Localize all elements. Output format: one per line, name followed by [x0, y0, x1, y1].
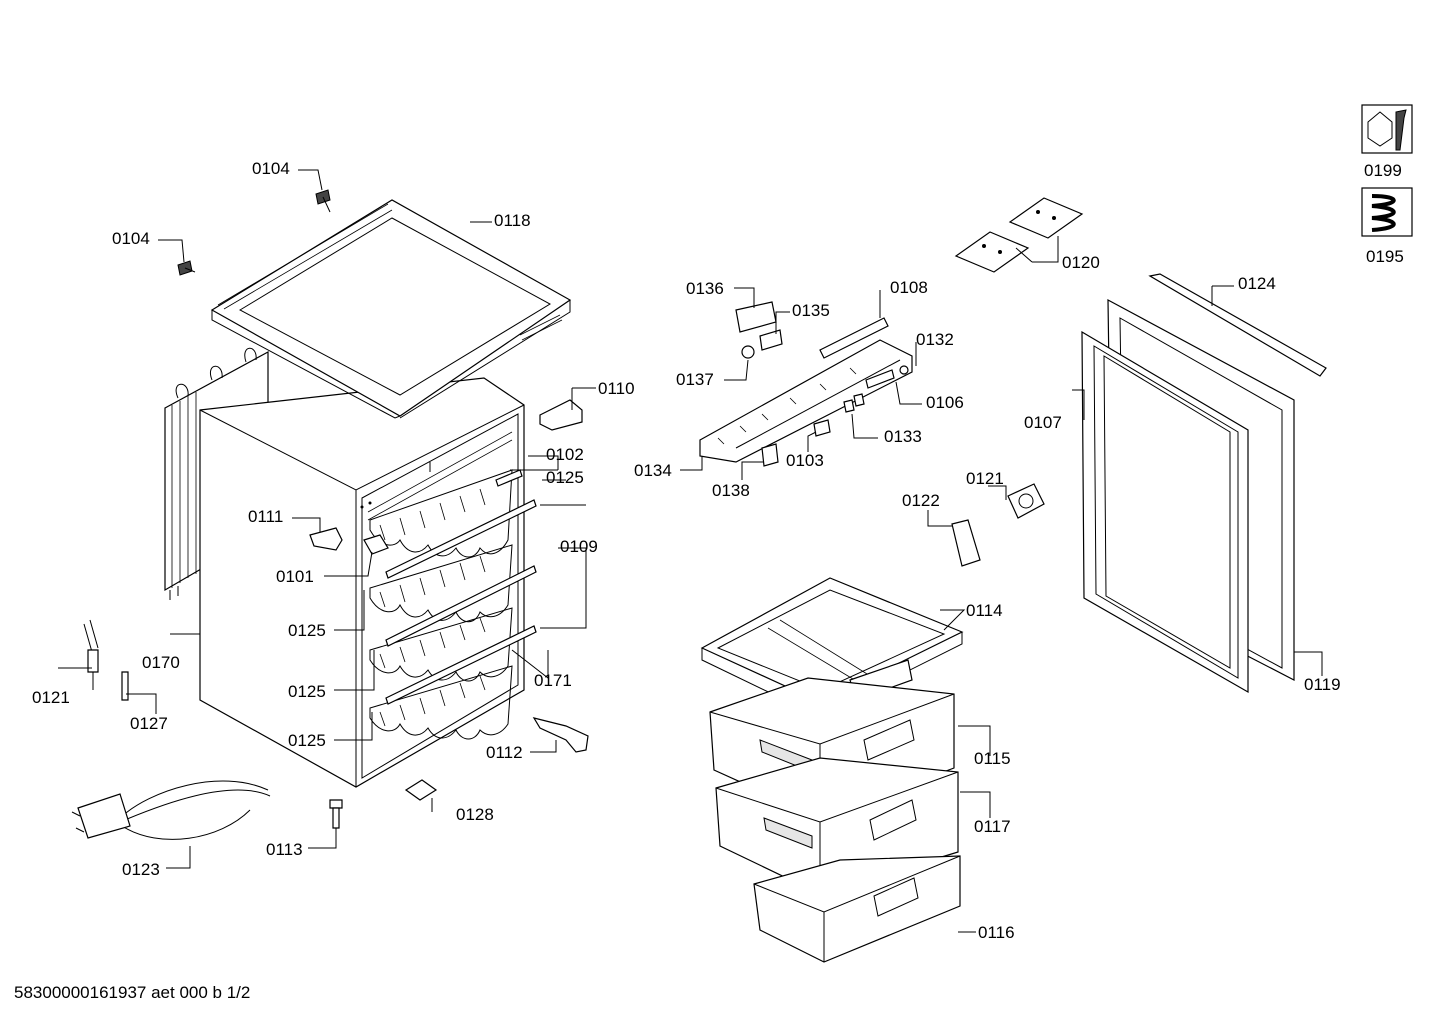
part-label: 0199	[1364, 161, 1402, 180]
part-label: 0104	[112, 229, 150, 248]
part-label: 0121	[966, 469, 1004, 488]
part-label: 0124	[1238, 274, 1276, 293]
part-label: 0127	[130, 714, 168, 733]
part-label: 0106	[926, 393, 964, 412]
switch-0138	[761, 443, 779, 467]
part-label: 0120	[1062, 253, 1100, 272]
lamp-housing-0136	[735, 301, 777, 333]
part-label: 0101	[276, 567, 314, 586]
hinge-0112	[532, 717, 589, 753]
drawing-number: 58300000161937 aet 000 b 1/2	[14, 983, 250, 1002]
leader-lines	[58, 169, 1323, 933]
part-label: 0132	[916, 330, 954, 349]
wine-racks	[369, 469, 537, 740]
part-label: 0103	[786, 451, 824, 470]
part-label: 0195	[1366, 247, 1404, 266]
part-label: 0117	[974, 817, 1011, 836]
hinge-0110	[539, 399, 583, 431]
screw-icon	[315, 189, 331, 213]
cabinet-body	[71, 189, 589, 840]
part-label: 0110	[598, 379, 635, 398]
part-label: 0125	[288, 621, 326, 640]
part-label: 0138	[712, 481, 750, 500]
part-label: 0113	[266, 840, 303, 859]
part-label: 0137	[676, 370, 714, 389]
part-label: 0104	[252, 159, 290, 178]
part-label: 0125	[288, 731, 326, 750]
foot-0128	[404, 779, 438, 801]
button-0103	[813, 419, 831, 437]
part-label: 0114	[966, 601, 1003, 620]
part-label: 0135	[792, 301, 830, 320]
part-label: 0136	[686, 279, 724, 298]
part-label: 0109	[560, 537, 598, 556]
sensor-0121	[83, 619, 99, 690]
part-label: 0128	[456, 805, 494, 824]
part-label: 0171	[534, 671, 572, 690]
top-cover	[210, 199, 572, 419]
fan-0121	[1007, 483, 1045, 519]
part-label: 0125	[288, 682, 326, 701]
part-label: 0118	[494, 211, 531, 230]
bulb-0137	[741, 345, 755, 359]
part-label: 0111	[248, 507, 283, 526]
part-label: 0122	[902, 491, 940, 510]
door	[1081, 273, 1327, 694]
knob-0133	[843, 393, 865, 413]
part-label: 0102	[546, 445, 584, 464]
part-label: 0123	[122, 860, 160, 879]
part-labels: 0104 0104 0118 0110 0102 0125 0111 0101 …	[32, 159, 1404, 942]
label-0122	[951, 519, 981, 567]
lamp-socket-0135	[759, 329, 783, 351]
part-label: 0170	[142, 653, 180, 672]
hinge-blocks-0120	[954, 197, 1084, 273]
hinge-0111	[309, 527, 343, 551]
power-cord	[71, 780, 271, 840]
part-label: 0115	[974, 749, 1011, 768]
cover-0106	[865, 369, 895, 389]
part-label: 0121	[32, 688, 70, 707]
tools-icon	[1361, 104, 1413, 154]
screw-icon	[329, 799, 343, 829]
part-label: 0133	[884, 427, 922, 446]
control-module	[699, 301, 913, 467]
door-strip-0124	[1148, 273, 1327, 377]
drawer-lower	[753, 855, 961, 963]
part-label: 0112	[486, 743, 523, 762]
coil-icon	[1361, 187, 1413, 237]
part-label: 0108	[890, 278, 928, 297]
screw-icon	[177, 260, 196, 276]
hinge-0101	[363, 534, 389, 555]
part-label: 0107	[1024, 413, 1062, 432]
part-label: 0134	[634, 461, 672, 480]
part-label: 0119	[1304, 675, 1341, 694]
pcb-0108	[819, 317, 889, 359]
pin-0127	[121, 671, 129, 701]
part-label: 0125	[546, 468, 584, 487]
led-0132	[899, 365, 909, 375]
part-label: 0116	[978, 923, 1015, 942]
